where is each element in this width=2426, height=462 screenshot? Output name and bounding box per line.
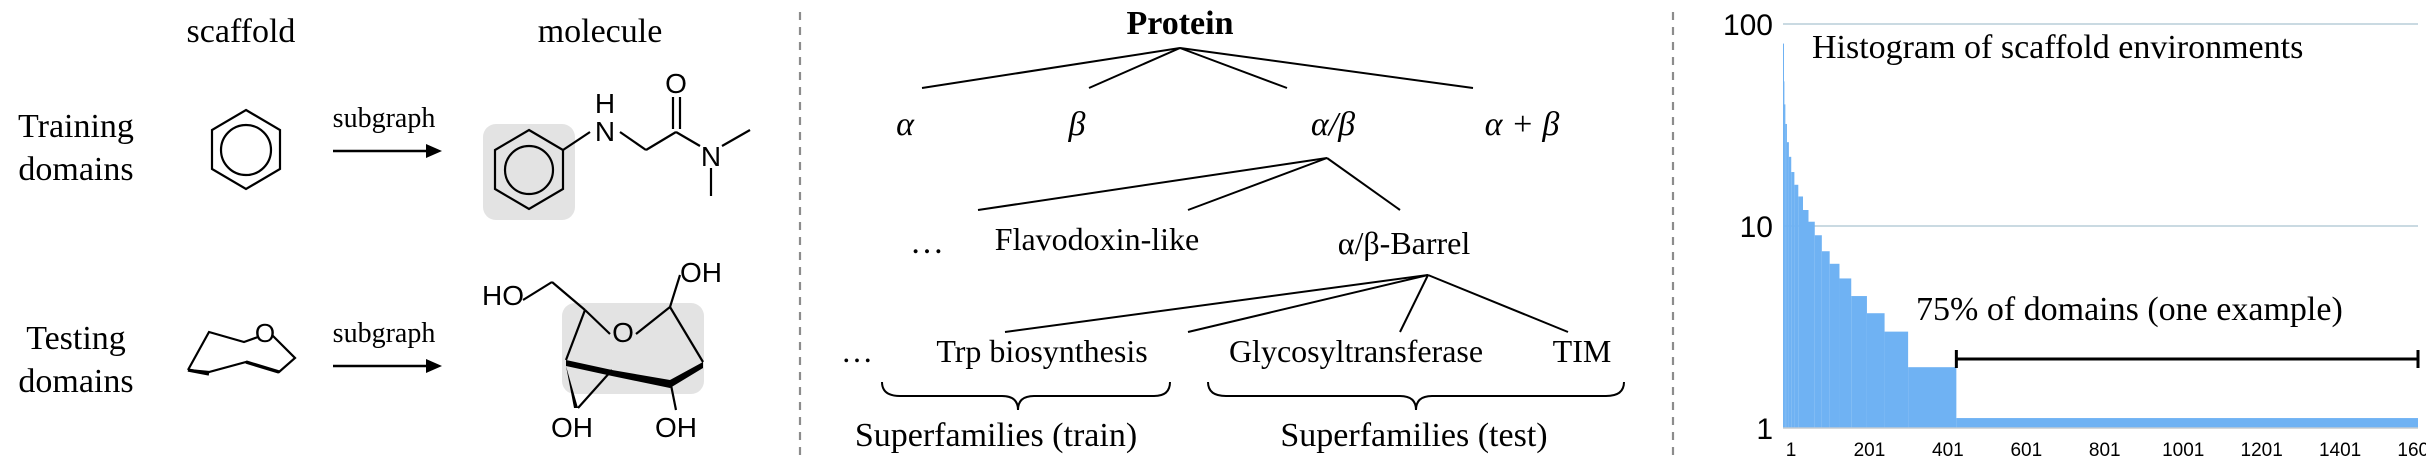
histogram-bar [1821, 251, 1830, 428]
chart-bars [1783, 43, 2418, 429]
col-header-molecule: molecule [538, 13, 663, 50]
histogram-bar [1786, 142, 1789, 428]
histogram-bar [1956, 418, 2418, 428]
atom-ho: HO [482, 280, 524, 311]
x-tick-label: 401 [1932, 440, 1964, 461]
histogram-bar [1884, 331, 1909, 428]
label-superfamilies-test: Superfamilies (test) [1280, 417, 1547, 454]
tree-sf-glyco: Glycosyltransferase [1229, 333, 1483, 369]
annotation-range [1954, 350, 2420, 368]
tree-fold-ellipsis: … [910, 224, 944, 261]
testing-molecule: HO OH O OH OH [482, 257, 722, 443]
row-label-training-2: domains [18, 151, 133, 188]
tree-fold-barrel: α/β-Barrel [1338, 225, 1471, 261]
atom-oh-bottom-left: OH [551, 412, 593, 443]
chair-scaffold-icon [187, 330, 297, 376]
annotation-label: 75% of domains (one example) [1916, 291, 2343, 328]
tree-class-alpha-beta: α/β [1311, 106, 1355, 143]
histogram-bar [1783, 81, 1785, 429]
atom-h: H [595, 88, 615, 119]
histogram-bar [1794, 184, 1799, 428]
atom-oh-top: OH [680, 257, 722, 288]
x-tick-label: 1 [1786, 440, 1797, 461]
histogram-bar [1851, 296, 1867, 428]
x-tick-label: 1401 [2319, 440, 2361, 461]
atom-o: O [665, 68, 687, 99]
histogram-bar [1784, 104, 1786, 428]
histogram-bar [1785, 123, 1787, 428]
protein-tree: Protein α β α/β α + β … Flavodoxin-like … [841, 5, 1625, 454]
arrow-top-icon [333, 144, 442, 158]
histogram-bar [1798, 196, 1804, 428]
label-superfamilies-train: Superfamilies (train) [855, 417, 1137, 454]
x-tick-label: 1201 [2241, 440, 2283, 461]
atom-o-ring: O [612, 317, 634, 348]
chart-title: Histogram of scaffold environments [1812, 29, 2303, 66]
col-header-scaffold: scaffold [187, 13, 296, 50]
atom-oh-bottom-right: OH [655, 412, 697, 443]
x-tick-label: 801 [2089, 440, 2121, 461]
tree-fold-flavodoxin: Flavodoxin-like [995, 221, 1199, 257]
brace-train [881, 381, 1171, 411]
tree-sf-ellipsis: … [841, 333, 873, 369]
training-molecule: H N O N [483, 68, 751, 220]
arrow-label-subgraph-bottom: subgraph [333, 318, 436, 349]
row-label-testing-2: domains [18, 363, 133, 400]
tree-sf-trp: Trp biosynthesis [936, 333, 1147, 369]
histogram-bar [1908, 367, 1957, 428]
atom-n1: N [595, 116, 615, 147]
tree-root-protein: Protein [1126, 5, 1233, 42]
y-tick-label: 100 [1723, 9, 1773, 42]
atom-n2: N [701, 141, 721, 172]
chart-axes: 10010112014016018011001120114011601 [1723, 9, 2426, 461]
histogram-bar [1839, 278, 1852, 428]
arrow-bottom-icon [333, 359, 442, 373]
benzene-scaffold-icon [210, 108, 282, 191]
y-tick-label: 1 [1756, 413, 1773, 446]
y-tick-label: 10 [1740, 211, 1773, 244]
tree-sf-tim: TIM [1553, 333, 1612, 369]
histogram-chart: 10010112014016018011001120114011601 Hist… [1723, 9, 2426, 461]
histogram-bar [1788, 156, 1792, 428]
x-tick-label: 1001 [2162, 440, 2204, 461]
arrow-label-subgraph-top: subgraph [333, 103, 436, 134]
left-panel: scaffold molecule Training domains Testi… [18, 13, 751, 443]
x-tick-label: 201 [1854, 440, 1886, 461]
brace-test [1207, 381, 1625, 411]
tree-class-alpha-plus-beta: α + β [1485, 106, 1560, 143]
scaffold-highlight-train [483, 124, 575, 220]
histogram-bar [1866, 313, 1885, 428]
row-label-training-1: Training [18, 108, 134, 145]
histogram-bar [1829, 263, 1840, 428]
tree-edges [921, 47, 1569, 333]
tree-class-beta: β [1068, 106, 1086, 143]
histogram-bar [1791, 172, 1795, 428]
histogram-bar [1808, 221, 1815, 428]
atom-o-chair: O [255, 318, 275, 348]
histogram-bar [1814, 235, 1822, 428]
x-tick-label: 601 [2010, 440, 2042, 461]
histogram-bar [1803, 210, 1809, 428]
row-label-testing-1: Testing [26, 320, 126, 357]
tree-class-alpha: α [896, 106, 915, 143]
